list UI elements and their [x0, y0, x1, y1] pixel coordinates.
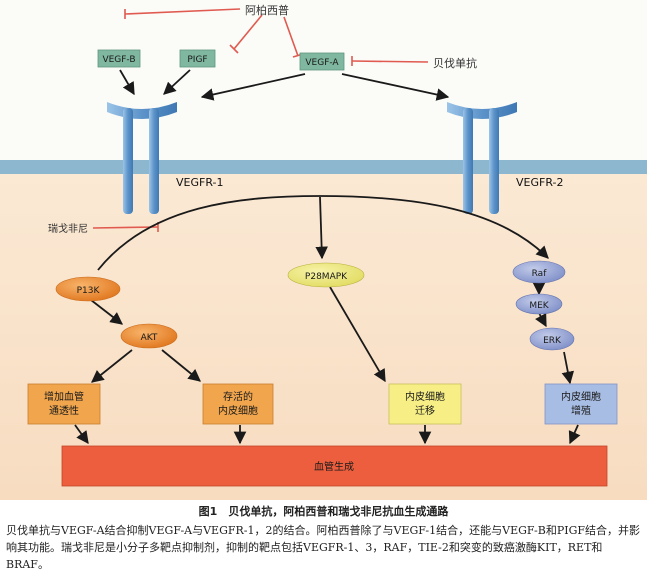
vegfr1-receptor	[107, 102, 177, 214]
node-raf-label: Raf	[532, 269, 548, 279]
angiogenesis-bar: 血管生成	[61, 445, 608, 487]
vegfr1-label: VEGFR-1	[176, 176, 224, 189]
figure-caption-body: 贝伐单抗与VEGF-A结合抑制VEGF-A与VEGFR-1，2的结合。阿柏西普除…	[6, 524, 640, 571]
outcome-permeability-line2: 通透性	[49, 404, 79, 417]
ligand-vegf-a-label: VEGF-A	[305, 58, 339, 68]
outcome-migration-line1: 内皮细胞	[405, 390, 445, 403]
node-pi3k-label: P13K	[77, 286, 101, 296]
outcome-survival-line2: 内皮细胞	[218, 404, 258, 417]
outcome-migration: 内皮细胞 迁移	[388, 383, 462, 425]
outcome-migration-line2: 迁移	[415, 404, 435, 417]
ligand-vegf-b-label: VEGF-B	[102, 55, 135, 65]
node-erk-label: ERK	[543, 336, 562, 346]
bevacizumab-label: 贝伐单抗	[433, 56, 477, 70]
outcome-proliferation-line1: 内皮细胞	[561, 390, 601, 403]
outcome-proliferation: 内皮细胞 增殖	[544, 383, 618, 425]
aflibercept-label: 阿柏西普	[245, 3, 289, 17]
ligand-vegf-b: VEGF-B	[97, 49, 141, 68]
node-akt-label: AKT	[141, 333, 158, 343]
outcome-permeability: 增加血管 通透性	[27, 383, 101, 425]
node-mek: MEK	[515, 293, 563, 315]
figure-caption-title: 图1 贝伐单抗，阿柏西普和瑞戈非尼抗血生成通路	[198, 505, 449, 518]
ligand-vegf-a: VEGF-A	[299, 52, 345, 71]
node-pi3k: P13K	[55, 276, 121, 302]
regorafenib-label: 瑞戈非尼	[48, 222, 88, 235]
node-mek-label: MEK	[529, 301, 549, 311]
signal-arrows	[74, 69, 581, 445]
outcome-permeability-line1: 增加血管	[44, 390, 84, 403]
node-p38mapk: P28MAPK	[287, 262, 365, 288]
angiogenesis-pathway-diagram: VEGFR-1 VEGFR-2 阿柏西普 贝伐单抗 瑞戈非尼 VEGF-B PI…	[0, 0, 647, 500]
node-akt: AKT	[120, 323, 178, 349]
vegfr2-receptor	[447, 102, 517, 214]
extracellular-region	[0, 0, 647, 160]
outcome-survival-line1: 存活的	[223, 390, 253, 403]
node-p38mapk-label: P28MAPK	[305, 272, 348, 282]
node-raf: Raf	[512, 260, 566, 284]
ligand-plgf-label: PIGF	[187, 55, 207, 65]
vegfr2-label: VEGFR-2	[516, 176, 564, 189]
angiogenesis-label: 血管生成	[314, 460, 354, 473]
node-erk: ERK	[529, 327, 575, 351]
outcome-survival: 存活的 内皮细胞	[202, 383, 274, 425]
cell-membrane	[0, 160, 647, 174]
ligand-plgf: PIGF	[179, 49, 216, 68]
outcome-proliferation-line2: 增殖	[571, 404, 591, 417]
